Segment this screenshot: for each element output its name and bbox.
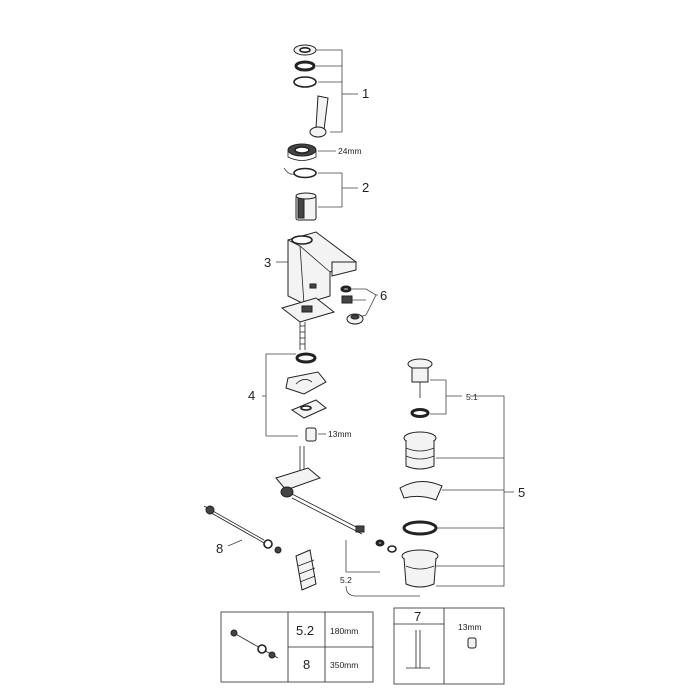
threaded-rod: [299, 322, 306, 350]
nut-size-label: 13mm: [328, 429, 352, 439]
callout-5-2-leader: [345, 540, 380, 573]
waste-bracket: [345, 585, 420, 597]
callout-2-leader: [318, 172, 358, 208]
callout-1-leader: [316, 49, 358, 133]
part-5-2-popup-rod: [275, 467, 397, 553]
callout-2: 2: [362, 180, 369, 195]
table-row-2-part: 8: [303, 657, 310, 672]
length-table: [220, 611, 374, 683]
part-3-faucet-body: [287, 231, 358, 305]
part-5-waste-body: [399, 431, 443, 588]
callout-3: 3: [264, 255, 271, 270]
table-row-1-length: 180mm: [330, 626, 358, 636]
callout-5: 5: [518, 485, 525, 500]
part-2-cartridge: [293, 167, 317, 221]
callout-5-1: 5.1: [466, 392, 478, 402]
callout-1: 1: [362, 86, 369, 101]
part-8-supply-hose: [203, 505, 317, 591]
tool-table: [393, 607, 505, 685]
callout-6-leader: [352, 288, 378, 317]
callout-5-2: 5.2: [340, 575, 352, 585]
callout-4-leader: [262, 353, 298, 437]
table-row-1-part: 5.2: [296, 623, 314, 638]
cap-nut: [283, 143, 317, 175]
callout-5-leader: [436, 395, 514, 587]
callout-8: 8: [216, 541, 223, 556]
mounting-plate: [280, 297, 336, 323]
part-1-lever-assembly: [293, 44, 329, 138]
callout-5-1-leader: [430, 379, 462, 415]
part-5-1-plug: [407, 358, 433, 418]
callout-4: 4: [248, 388, 255, 403]
callout-8-leader: [227, 539, 243, 547]
part-6-aerator: [340, 285, 364, 325]
callout-6: 6: [380, 288, 387, 303]
part-4-fixing-set: [285, 352, 327, 442]
wrench-size-label: 24mm: [338, 146, 362, 156]
table-row-2-length: 350mm: [330, 660, 358, 670]
tool-part-number: 7: [414, 609, 421, 624]
tool-size-label: 13mm: [458, 622, 482, 632]
